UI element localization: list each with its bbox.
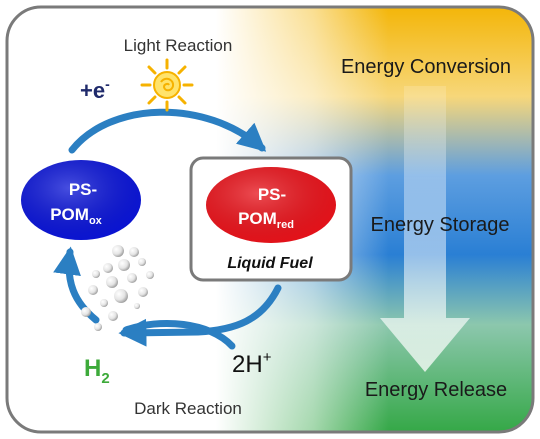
oxidation-arrow — [68, 108, 267, 154]
proton-arrow — [122, 319, 236, 350]
dark-reaction-label: Dark Reaction — [134, 399, 242, 418]
outer-frame — [5, 5, 535, 434]
ps-pom-ox-node: PS- POMox — [21, 160, 141, 240]
liquid-fuel-label: Liquid Fuel — [227, 255, 313, 272]
electron-label: +e- — [80, 76, 110, 103]
ps-pom-red-line2: POMred — [238, 209, 294, 231]
ps-pom-red-line1: PS- — [258, 185, 286, 204]
energy-storage-label: Energy Storage — [371, 214, 510, 236]
light-reaction-label: Light Reaction — [124, 36, 233, 55]
protons-label: 2H+ — [232, 349, 272, 378]
h2-label: H2 — [84, 355, 110, 387]
energy-release-label: Energy Release — [365, 379, 507, 401]
hydrogen-bubbles — [81, 245, 154, 331]
ps-pom-ox-line2: POMox — [50, 205, 102, 227]
sun-icon — [140, 58, 194, 112]
return-arrow — [53, 246, 100, 324]
energy-conversion-label: Energy Conversion — [341, 56, 511, 78]
ps-pom-ox-line1: PS- — [69, 180, 97, 199]
energy-flow-arrow — [380, 86, 470, 372]
ps-pom-red-node: PS- POMred — [206, 167, 336, 243]
